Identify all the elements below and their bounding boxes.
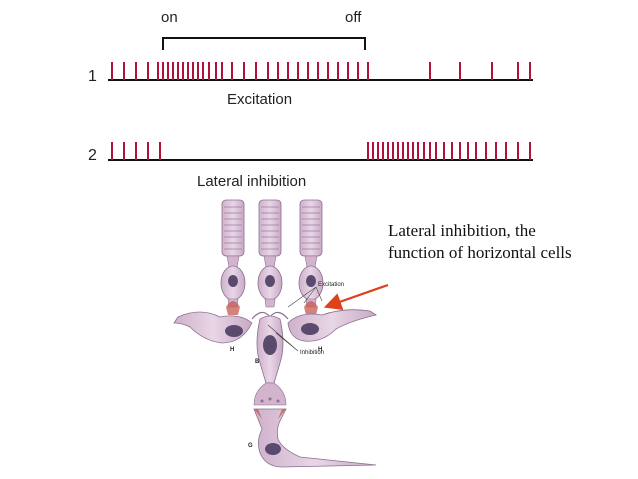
spike-trains: on off 1 Excitation 2 Lateral inhibition: [88, 9, 533, 190]
label-h-left: H: [230, 347, 234, 353]
label-b: B: [255, 359, 260, 365]
trace2-number: 2: [88, 147, 97, 164]
synapse-right: [304, 301, 318, 315]
ganglion-cell: [253, 408, 377, 468]
trace1-number: 1: [88, 68, 97, 85]
photoreceptor-middle: [257, 199, 283, 308]
on-label: on: [161, 9, 178, 26]
horizontal-cell-right: [287, 309, 377, 342]
label-excitation: Excitation: [318, 282, 344, 288]
label-inhibition: Inhibition: [300, 350, 324, 356]
trace2-spikes: [111, 142, 531, 160]
trace2-caption: Lateral inhibition: [197, 173, 306, 190]
trace1-caption: Excitation: [227, 91, 292, 108]
photoreceptor-right: [298, 199, 324, 308]
label-g: G: [248, 443, 253, 449]
annotation-text: Lateral inhibition, the function of hori…: [388, 221, 572, 262]
retinal-cell-diagram: Excitation Inhibition H H B G: [173, 199, 377, 468]
off-label: off: [345, 9, 362, 26]
synapse-left: [226, 301, 240, 315]
on-off-bracket: [162, 37, 366, 50]
label-h-right: H: [318, 347, 322, 353]
trace1-spikes: [111, 62, 531, 80]
photoreceptor-left: [220, 199, 246, 308]
